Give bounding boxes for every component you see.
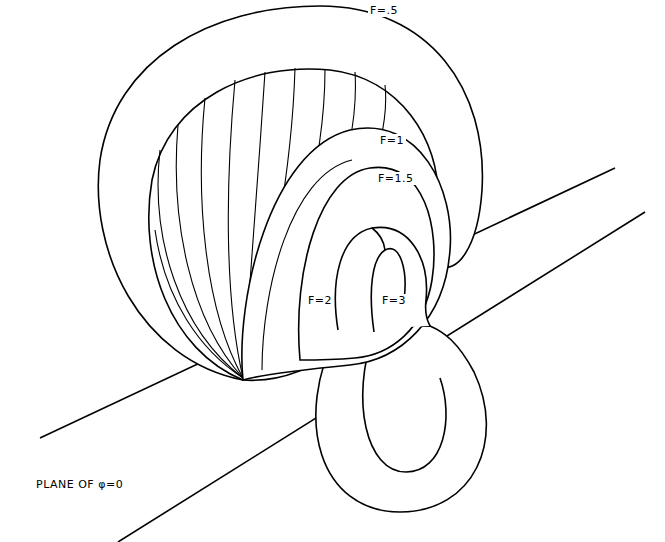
outer-shell [98, 6, 482, 380]
surface-label: F=3 [380, 294, 408, 307]
surface-f1 [242, 128, 451, 380]
surface-f3 [372, 228, 385, 250]
surface-f3 [371, 249, 405, 332]
surface-f15 [299, 167, 434, 360]
surface-label: F=2 [306, 294, 334, 307]
surface-label: F=1.5 [376, 172, 416, 185]
surface-f2 [335, 227, 430, 330]
plane-label: PLANE OF φ=0 [34, 478, 125, 491]
surface-label: F=1 [378, 134, 406, 147]
surface-label: F=.5 [368, 4, 400, 17]
